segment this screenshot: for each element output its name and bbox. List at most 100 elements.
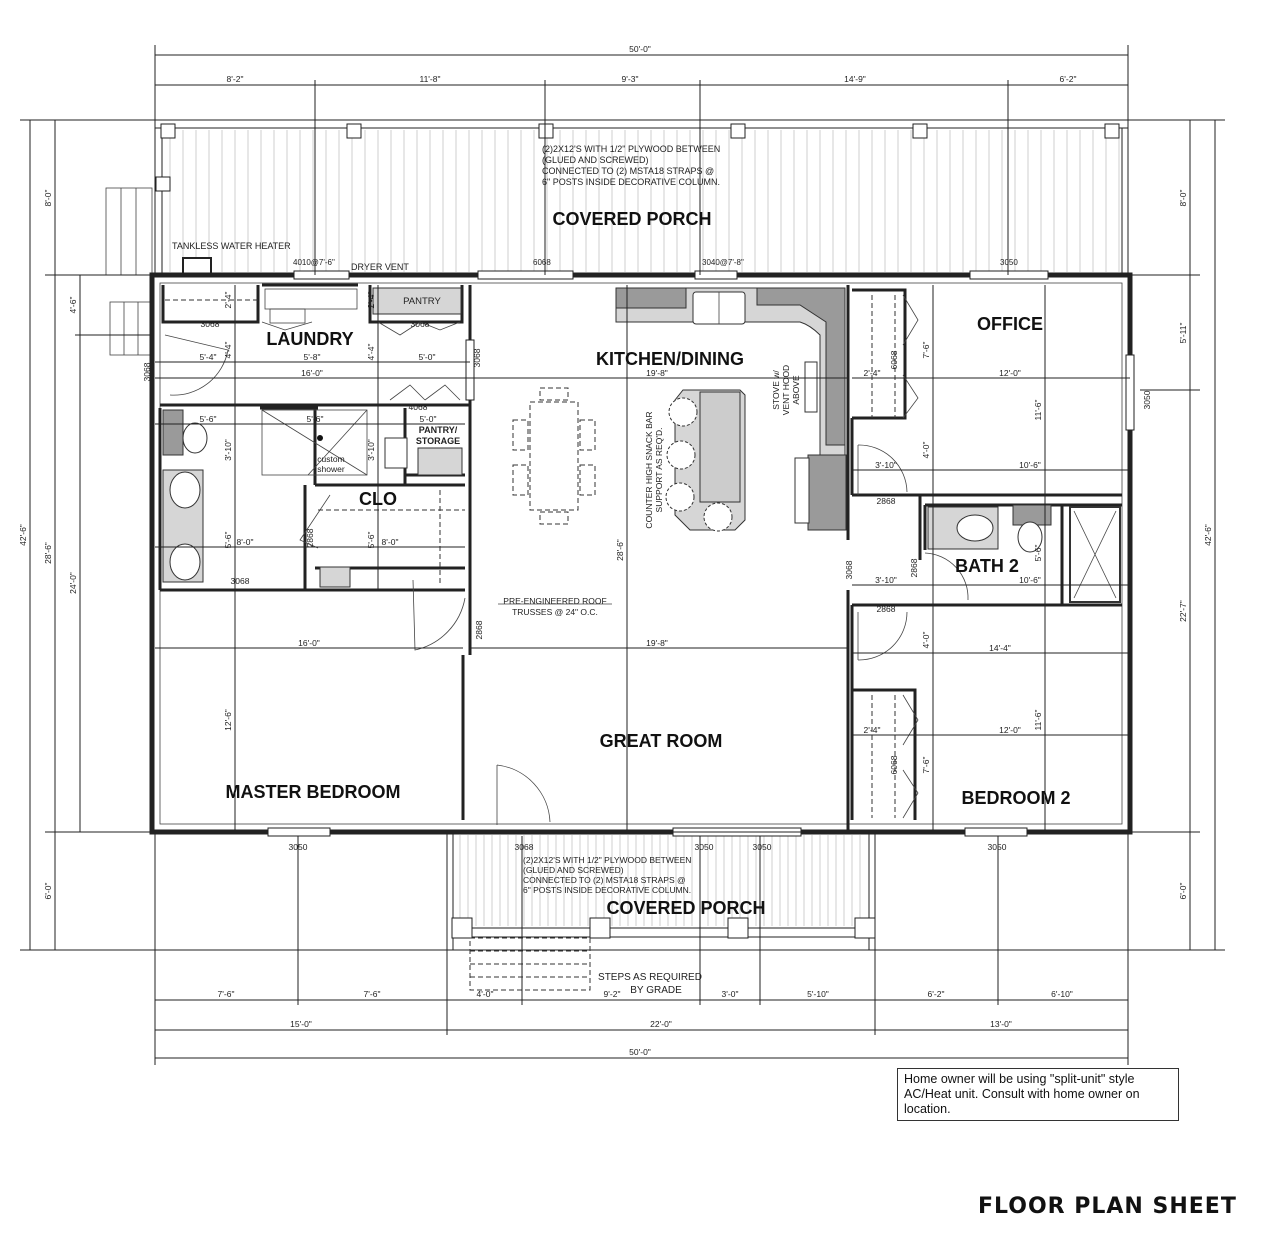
- plan-label: 2'-4": [366, 292, 376, 309]
- interior-walls: [158, 283, 1122, 832]
- label-master-bedroom: MASTER BEDROOM: [226, 782, 401, 802]
- plan-label: 24'-0": [68, 572, 78, 594]
- plan-label: TRUSSES @ 24" O.C.: [512, 607, 598, 617]
- plan-label: 3068: [515, 842, 534, 852]
- bath2-fixtures: [927, 504, 1121, 603]
- label-bath-2: BATH 2: [955, 556, 1019, 576]
- plan-label: COUNTER HIGH SNACK BAR: [644, 411, 654, 528]
- plan-label: 4'-4": [366, 344, 376, 361]
- beam-note-front: (2)2X12'S WITH 1/2" PLYWOOD BETWEEN (GLU…: [523, 855, 691, 895]
- water-heater: [182, 257, 212, 276]
- plan-label: 4'-0": [477, 989, 494, 999]
- label-laundry: LAUNDRY: [266, 329, 353, 349]
- sheet-title: FLOOR PLAN SHEET: [978, 1194, 1237, 1219]
- plan-label: 3050: [695, 842, 714, 852]
- plan-label: 3068: [844, 560, 854, 579]
- label-clo: CLO: [359, 489, 397, 509]
- plan-label: 5'-11": [1178, 322, 1188, 343]
- plan-label: 3'-10": [223, 439, 233, 461]
- plan-label: 6'-2": [1060, 74, 1077, 84]
- plan-label: 7'-6": [921, 342, 931, 359]
- plan-label: 8'-0": [237, 537, 254, 547]
- plan-label: 15'-0": [290, 1019, 312, 1029]
- plan-label: 2868: [877, 496, 896, 506]
- plan-label: 2868: [877, 604, 896, 614]
- plan-label: 13'-0": [990, 1019, 1012, 1029]
- plan-label: 5'-6": [1033, 545, 1043, 562]
- plan-label: 4'-0": [921, 442, 931, 459]
- plan-label: SUPPORT AS REQ'D.: [654, 428, 664, 513]
- label-covered-porch-front: COVERED PORCH: [606, 898, 765, 918]
- beam-note-top: (2)2X12'S WITH 1/2" PLYWOOD BETWEEN (GLU…: [542, 144, 720, 187]
- plan-label: 11'-6": [1033, 399, 1043, 420]
- label-great-room: GREAT ROOM: [600, 731, 723, 751]
- label-office: OFFICE: [977, 314, 1043, 334]
- plan-label: 3050: [1000, 258, 1018, 267]
- plan-label: 4068: [409, 402, 428, 412]
- covered-porch-front: [446, 831, 876, 951]
- plan-label: 14'-4": [989, 643, 1011, 653]
- label-custom-shower: custom: [317, 454, 344, 464]
- plan-label: 19'-8": [646, 638, 668, 648]
- plan-label: 12'-0": [999, 725, 1021, 735]
- note-snack-bar: COUNTER HIGH SNACK BAR SUPPORT AS REQ'D.: [644, 411, 664, 528]
- porch-post: [155, 123, 1120, 192]
- steps-left-top: [105, 187, 153, 276]
- plan-label: 8'-2": [227, 74, 244, 84]
- plan-label: 7'-6": [218, 989, 235, 999]
- plan-label: 9'-2": [604, 989, 621, 999]
- plan-label: 5'-4": [200, 352, 217, 362]
- plan-label: 5'-8": [304, 352, 321, 362]
- plan-label: 8'-0": [43, 190, 53, 207]
- plan-label: 4010@7'-6": [293, 258, 335, 267]
- plan-label: 9'-3": [622, 74, 639, 84]
- plan-label: 3'-10": [366, 439, 376, 461]
- plan-label: 22'-0": [650, 1019, 672, 1029]
- plan-label: 3'-10": [875, 575, 897, 585]
- plan-label: 6" POSTS INSIDE DECORATIVE COLUMN.: [542, 177, 720, 187]
- plan-label: 5'-10": [807, 989, 829, 999]
- plan-label: PRE-ENGINEERED ROOF: [503, 596, 606, 606]
- plan-label: 8'-0": [1178, 190, 1188, 207]
- plan-label: 8'-0": [382, 537, 399, 547]
- steps-left-laundry: [109, 301, 153, 356]
- plan-label: 3040@7'-8": [702, 258, 744, 267]
- plan-label: 6'-0": [1178, 883, 1188, 900]
- master-bath-fixtures: [162, 409, 463, 588]
- dining-table: [512, 387, 596, 525]
- label-pantry: PANTRY: [403, 296, 441, 307]
- plan-label: 6" POSTS INSIDE DECORATIVE COLUMN.: [523, 885, 691, 895]
- plan-label: 22'-7": [1178, 600, 1188, 622]
- plan-label: 14'-9": [844, 74, 866, 84]
- plan-label: 12'-0": [999, 368, 1021, 378]
- plan-label: 3068: [411, 319, 430, 329]
- plan-label: 16'-0": [298, 638, 320, 648]
- note-tankless-water-heater: TANKLESS WATER HEATER: [172, 241, 291, 251]
- plan-label: 3068: [142, 362, 152, 381]
- label-kitchen-dining: KITCHEN/DINING: [596, 349, 744, 369]
- plan-label: 6'-2": [928, 989, 945, 999]
- laundry-appliances: [264, 287, 462, 324]
- label-custom-shower: shower: [317, 464, 345, 474]
- plan-label: 50'-0": [629, 44, 651, 54]
- kitchen-counters: [615, 287, 847, 531]
- plan-label: 6'-0": [43, 883, 53, 900]
- plan-label: 50'-0": [629, 1047, 651, 1057]
- plan-label: 42'-6": [18, 524, 28, 546]
- plan-label: (2)2X12'S WITH 1/2" PLYWOOD BETWEEN: [523, 855, 691, 865]
- plan-label: 2868: [909, 558, 919, 577]
- plan-label: 2'-4": [223, 292, 233, 309]
- plan-label: 6068: [889, 755, 899, 774]
- plan-label: 5'-6": [200, 414, 217, 424]
- plan-label: 4'-6": [68, 297, 78, 314]
- plan-label: 3'-0": [722, 989, 739, 999]
- plan-label: BY GRADE: [630, 985, 682, 996]
- plan-label: 11'-8": [419, 74, 440, 84]
- plan-label: 28'-6": [43, 542, 53, 564]
- note-dryer-vent: DRYER VENT: [351, 262, 409, 272]
- dimension-labels: 50'-0" 8'-2" 11'-8" 9'-3" 14'-9" 6'-2" 4…: [18, 44, 1213, 1057]
- plan-label: 3050: [289, 842, 308, 852]
- plan-label: 6'-10": [1051, 989, 1073, 999]
- plan-label: 3'-10": [875, 460, 897, 470]
